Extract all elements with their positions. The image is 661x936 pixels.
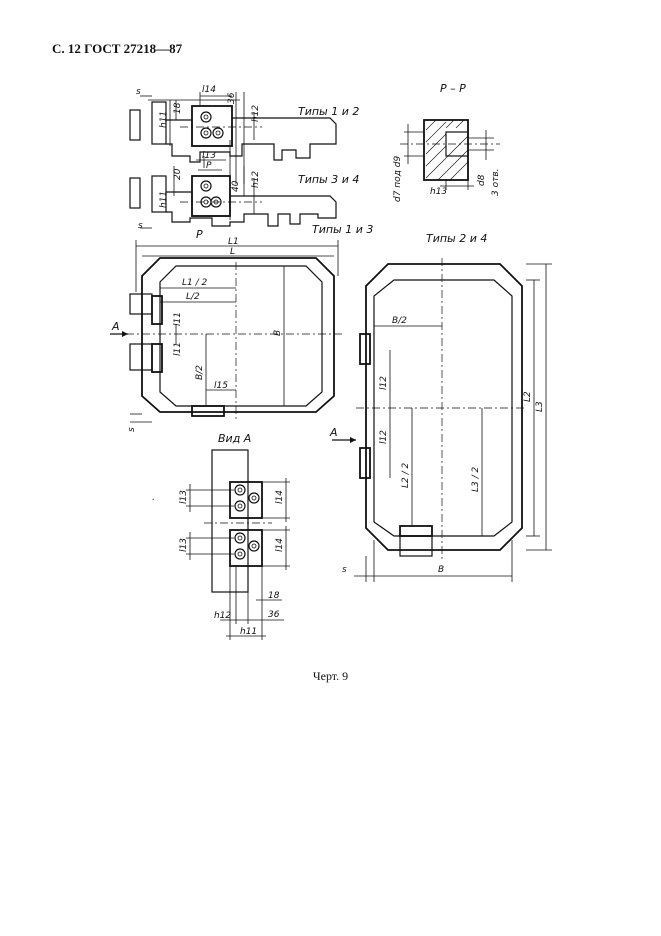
label-40: 40 [231, 180, 241, 192]
label-s-mid: s [138, 221, 143, 231]
label-l11-b: l11 [173, 342, 183, 356]
label-p: P [206, 161, 212, 171]
label-h11-mid: h11 [159, 191, 169, 208]
label-l14-b: l14 [275, 538, 285, 552]
view-a [186, 449, 290, 640]
label-s: s [136, 87, 141, 97]
label-h12-top: h12 [251, 105, 261, 122]
label-l14: l14 [202, 85, 216, 95]
arrow-a-right: A [329, 426, 338, 439]
plan-view-types-2-4 [332, 258, 552, 582]
label-L: L [230, 247, 235, 257]
section-p-p [400, 119, 500, 190]
side-view-types-3-4 [129, 166, 337, 229]
label-l13: l13 [202, 151, 216, 161]
types-1-2-title: Типы 1 и 2 [298, 105, 359, 118]
label-l15: l15 [214, 381, 228, 391]
label-d7: d7 под d9 [393, 156, 403, 202]
label-l13-b: l13 [179, 538, 189, 552]
label-otv: 3 отв. [491, 168, 501, 196]
plan-view-types-1-3 [110, 240, 344, 423]
side-view-types-1-2 [129, 92, 337, 220]
label-B-left: B [273, 330, 283, 336]
label-s-right: s [342, 565, 347, 575]
label-l12-a: l12 [379, 376, 389, 390]
label-h11-a: h11 [240, 627, 257, 637]
label-L2-half: L2 / 2 [401, 463, 411, 488]
types-2-4-title: Типы 2 и 4 [426, 232, 487, 245]
label-l11-a: l11 [173, 312, 183, 326]
label-h13: h13 [430, 187, 447, 197]
label-p-section: P [196, 228, 203, 241]
label-l14-a: l14 [275, 490, 285, 504]
label-B-bottom: B [438, 565, 444, 575]
view-a-title: Вид А [218, 432, 251, 445]
label-L3-half: L3 / 2 [471, 467, 481, 492]
label-L3: L3 [535, 401, 545, 412]
label-18: 18 [173, 102, 183, 114]
label-l13-a: l13 [179, 490, 189, 504]
label-18-a: 18 [268, 591, 280, 601]
label-l12-b: l12 [379, 430, 389, 444]
label-20: 20 [173, 168, 183, 180]
label-L-half: L/2 [186, 292, 200, 302]
label-d8: d8 [477, 174, 487, 186]
label-s-bottom: s [127, 427, 137, 432]
label-L1-half: L1 / 2 [182, 278, 207, 288]
section-title: Р – Р [440, 82, 466, 95]
label-36: 36 [227, 92, 237, 104]
types-1-3-title: Типы 1 и 3 [312, 223, 373, 236]
label-h12-a: h12 [214, 611, 231, 621]
types-3-4-title: Типы 3 и 4 [298, 173, 359, 186]
arrow-a-left: A [111, 320, 120, 333]
label-h11: h11 [159, 111, 169, 128]
figure-caption: Черт. 9 [312, 669, 349, 683]
dot-mark: . [152, 493, 155, 503]
label-B-half-right: B/2 [392, 316, 407, 326]
page-header: С. 12 ГОСТ 27218—87 [52, 41, 183, 56]
label-36-a: 36 [268, 610, 280, 620]
label-B-half-left: B/2 [195, 365, 205, 380]
label-L2: L2 [523, 391, 533, 402]
label-h12-mid: h12 [251, 171, 261, 188]
label-L1: L1 [228, 237, 239, 247]
